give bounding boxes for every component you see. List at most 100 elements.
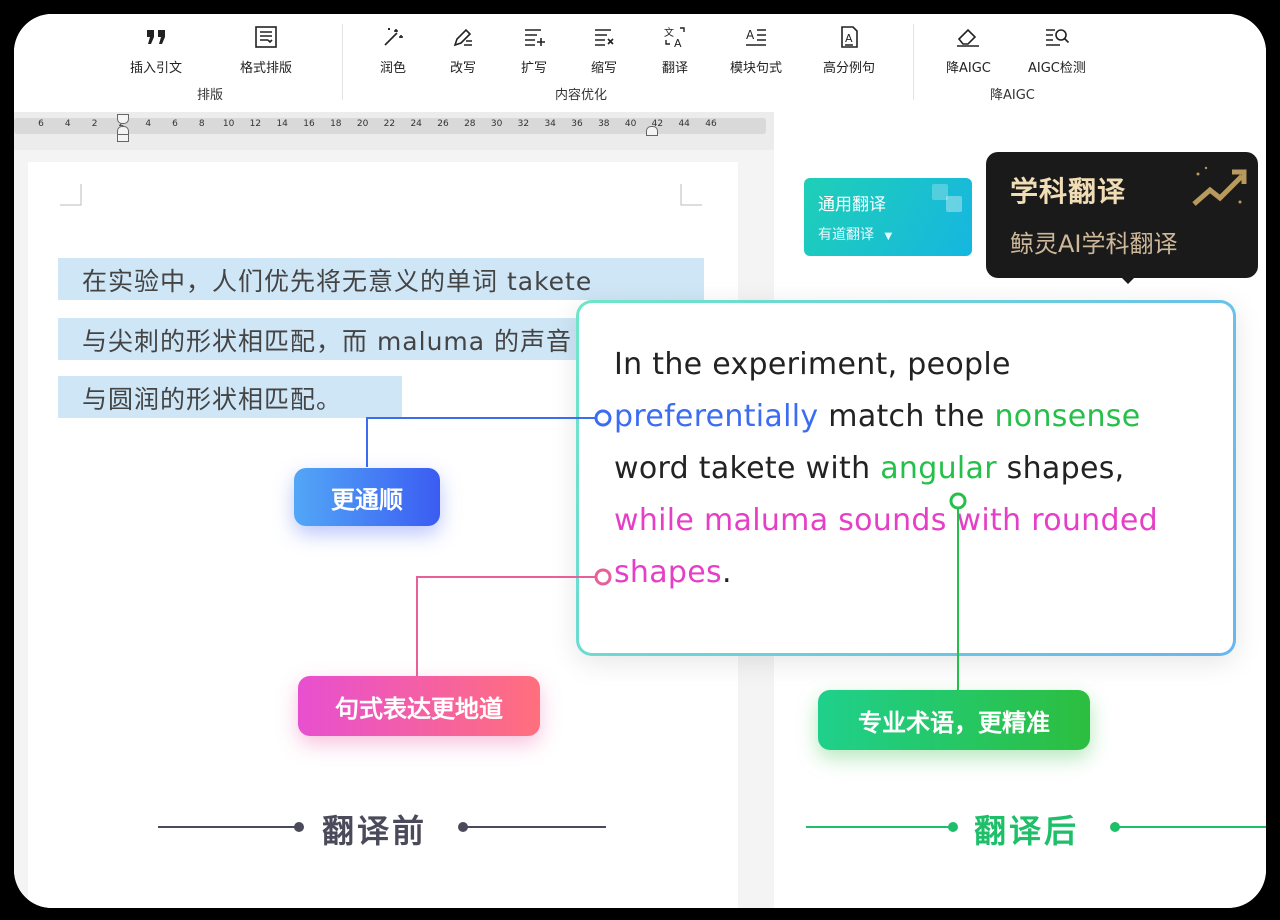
group-layout-label: 排版 — [197, 88, 224, 103]
ruler-tick: 40 — [624, 119, 637, 129]
page-corner-mark — [680, 184, 702, 206]
ruler-tick: 14 — [276, 119, 288, 129]
highlight-smoother: preferentially — [614, 399, 819, 434]
toolbar-divider — [913, 24, 914, 100]
module-sentence-icon: A — [743, 24, 769, 50]
expand-lines-icon — [521, 24, 547, 50]
left-margin-marker[interactable] — [117, 134, 129, 142]
rewrite-label: 改写 — [450, 61, 477, 76]
text-highlight — [58, 258, 704, 300]
highlight-term: nonsense — [994, 399, 1141, 434]
example-sentence-label: 高分例句 — [823, 61, 876, 76]
ruler-tick: 4 — [145, 119, 152, 129]
page-corner-mark — [60, 184, 82, 206]
document-line-3[interactable]: 与圆润的形状相匹配。 — [82, 385, 343, 414]
general-translate-title: 通用翻译 — [818, 195, 886, 215]
before-dot-right — [458, 822, 468, 832]
reduce-aigc-button[interactable]: 降AIGC — [946, 24, 991, 76]
ruler-tick: 22 — [383, 119, 396, 129]
ruler-tick: 6 — [38, 119, 44, 129]
ruler-tick: 10 — [222, 119, 235, 129]
reduce-aigc-label: 降AIGC — [946, 61, 991, 76]
expand-button[interactable]: 扩写 — [521, 24, 547, 76]
svg-text:A: A — [746, 28, 755, 42]
expand-label: 扩写 — [521, 61, 548, 76]
example-sentence-icon: A — [836, 24, 862, 50]
right-indent-marker[interactable] — [646, 126, 658, 136]
highlight-idiomatic: shapes — [614, 555, 722, 590]
translate-engine-select[interactable]: 有道翻译 ▼ — [818, 224, 892, 244]
format-layout-icon — [253, 24, 279, 50]
result-line-3: word takete with angular shapes, — [614, 451, 1125, 486]
ruler-tick: 28 — [464, 119, 476, 129]
insert-citation-button[interactable]: 插入引文 — [130, 24, 182, 76]
after-dot-right — [1110, 822, 1120, 832]
text-highlight — [58, 376, 402, 418]
trend-chart-icon — [1192, 166, 1247, 206]
toolbar-divider — [342, 24, 343, 100]
ruler[interactable] — [14, 118, 766, 134]
translate-watermark-icon — [932, 184, 962, 212]
before-divider-right — [466, 826, 606, 828]
result-line-2: preferentially match the nonsense — [614, 399, 1141, 434]
eraser-icon — [955, 24, 981, 50]
group-reduce-aigc-label: 降AIGC — [990, 88, 1035, 103]
translation-result-box[interactable]: In the experiment, people preferentially… — [576, 300, 1236, 656]
text-highlight — [58, 318, 588, 360]
result-line-4: while maluma sounds with rounded — [614, 503, 1158, 538]
polish-button[interactable]: 润色 — [380, 24, 406, 76]
indent-marker-top[interactable] — [117, 114, 129, 124]
format-layout-button[interactable]: 格式排版 — [240, 24, 292, 76]
ruler-tick: 44 — [678, 119, 690, 129]
ruler-tick: 38 — [598, 119, 610, 129]
svg-text:A: A — [845, 32, 853, 45]
rewrite-button[interactable]: 改写 — [450, 24, 476, 76]
before-divider-left — [158, 826, 298, 828]
aigc-detect-button[interactable]: AIGC检测 — [1028, 24, 1086, 76]
ruler-tick: 36 — [571, 119, 583, 129]
ruler-tick: 8 — [198, 119, 205, 129]
app-screen: 插入引文 格式排版 排版 润色 改写 扩写 — [14, 14, 1266, 908]
format-layout-label: 格式排版 — [240, 61, 293, 76]
precise-callout: 专业术语，更精准 — [818, 690, 1090, 750]
insert-citation-label: 插入引文 — [130, 61, 183, 76]
after-label: 翻译后 — [974, 812, 1080, 850]
after-divider-left — [806, 826, 952, 828]
result-line-1: In the experiment, people — [614, 347, 1011, 382]
shrink-lines-icon — [591, 24, 617, 50]
quote-icon — [143, 24, 169, 50]
ruler-tick: 6 — [172, 119, 178, 129]
idiomatic-callout: 句式表达更地道 — [298, 676, 540, 736]
example-sentence-button[interactable]: A 高分例句 — [823, 24, 875, 76]
magic-wand-icon — [380, 24, 406, 50]
result-line-5: shapes. — [614, 555, 732, 590]
aigc-detect-label: AIGC检测 — [1028, 61, 1086, 76]
shrink-button[interactable]: 缩写 — [591, 24, 617, 76]
general-translate-card[interactable]: 通用翻译 有道翻译 ▼ — [804, 178, 972, 256]
svg-text:文: 文 — [664, 26, 674, 39]
ruler-tick: 26 — [437, 119, 449, 129]
ruler-tick: 2 — [118, 119, 125, 129]
translate-engine-label: 有道翻译 — [818, 227, 874, 243]
module-sentence-button[interactable]: A 模块句式 — [730, 24, 782, 76]
shrink-label: 缩写 — [591, 61, 618, 76]
ruler-tick: 16 — [303, 119, 315, 129]
subject-translate-tooltip[interactable]: 学科翻译 鲸灵AI学科翻译 — [986, 152, 1258, 284]
detect-search-icon — [1044, 24, 1070, 50]
ruler-tick: 30 — [490, 119, 503, 129]
document-line-2[interactable]: 与尖刺的形状相匹配，而 maluma 的声音 — [82, 327, 573, 356]
translate-label: 翻译 — [662, 61, 689, 76]
ruler-tick: 2 — [91, 119, 98, 129]
document-line-1[interactable]: 在实验中，人们优先将无意义的单词 takete — [82, 267, 593, 296]
before-label: 翻译前 — [322, 812, 428, 850]
svg-text:A: A — [674, 37, 682, 49]
ruler-tick: 20 — [356, 119, 369, 129]
ruler-tick: 46 — [705, 119, 717, 129]
after-dot-left — [948, 822, 958, 832]
after-divider-right — [1118, 826, 1266, 828]
subject-translate-title: 学科翻译 — [1010, 175, 1127, 208]
ruler-tick: 4 — [64, 119, 71, 129]
